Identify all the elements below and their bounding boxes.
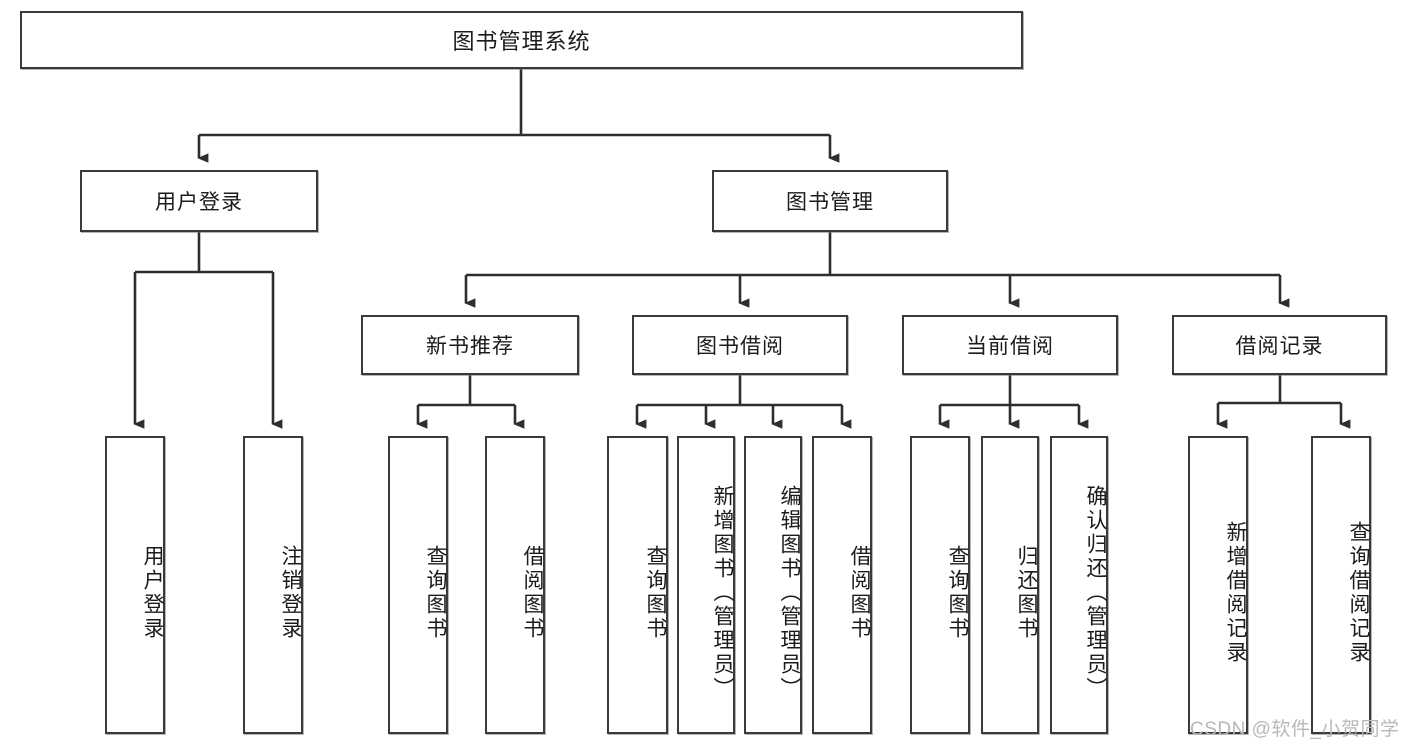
leaf-node-label: 编辑图书（管理员）: [778, 485, 801, 701]
leaf-node-label: 查询借阅记录: [1347, 521, 1370, 665]
leaf-node-label: 新增图书（管理员）: [711, 485, 734, 701]
leaf-node-label: 注销登录: [279, 545, 302, 641]
leaf-node-label: 查询图书: [644, 545, 667, 641]
leaf-node-label: 归还图书: [1015, 545, 1038, 641]
leaf-node-label: 查询图书: [946, 545, 969, 641]
csdn-watermark: CSDN @软件_小贺同学: [1190, 714, 1399, 741]
leaf-node[interactable]: 借阅图书: [485, 436, 545, 734]
leaf-node[interactable]: 归还图书: [981, 436, 1039, 734]
leaf-node[interactable]: 查询图书: [607, 436, 668, 734]
node-new-book-recommend-label: 新书推荐: [426, 335, 514, 358]
node-user-login-label: 用户登录: [155, 191, 243, 214]
node-book-borrow-label: 图书借阅: [696, 335, 784, 358]
leaf-node[interactable]: 新增借阅记录: [1188, 436, 1248, 734]
leaf-node[interactable]: 编辑图书（管理员）: [744, 436, 802, 734]
leaf-node-label: 新增借阅记录: [1224, 521, 1247, 665]
node-current-borrow-label: 当前借阅: [966, 335, 1054, 358]
leaf-node[interactable]: 新增图书（管理员）: [677, 436, 735, 734]
leaf-node-label: 借阅图书: [521, 545, 544, 641]
node-book-borrow[interactable]: 图书借阅: [632, 315, 848, 375]
leaf-node[interactable]: 查询图书: [910, 436, 970, 734]
node-root-label: 图书管理系统: [452, 29, 591, 54]
node-book-management[interactable]: 图书管理: [712, 170, 948, 232]
leaf-node[interactable]: 用户登录: [105, 436, 165, 734]
leaf-node-label: 确认归还（管理员）: [1084, 485, 1107, 701]
leaf-node[interactable]: 查询图书: [388, 436, 448, 734]
leaf-node[interactable]: 借阅图书: [812, 436, 872, 734]
node-new-book-recommend[interactable]: 新书推荐: [361, 315, 579, 375]
node-user-login[interactable]: 用户登录: [80, 170, 318, 232]
leaf-node[interactable]: 注销登录: [243, 436, 303, 734]
node-current-borrow[interactable]: 当前借阅: [902, 315, 1118, 375]
csdn-watermark-text: CSDN @软件_小贺同学: [1190, 719, 1400, 740]
leaf-node-label: 用户登录: [141, 545, 164, 641]
leaf-node[interactable]: 查询借阅记录: [1311, 436, 1371, 734]
node-borrow-record-label: 借阅记录: [1235, 335, 1324, 358]
node-borrow-record[interactable]: 借阅记录: [1172, 315, 1387, 375]
node-book-management-label: 图书管理: [786, 191, 874, 214]
leaf-node[interactable]: 确认归还（管理员）: [1050, 436, 1108, 734]
leaf-node-label: 借阅图书: [848, 545, 871, 641]
node-root[interactable]: 图书管理系统: [20, 11, 1023, 69]
leaf-node-label: 查询图书: [424, 545, 447, 641]
